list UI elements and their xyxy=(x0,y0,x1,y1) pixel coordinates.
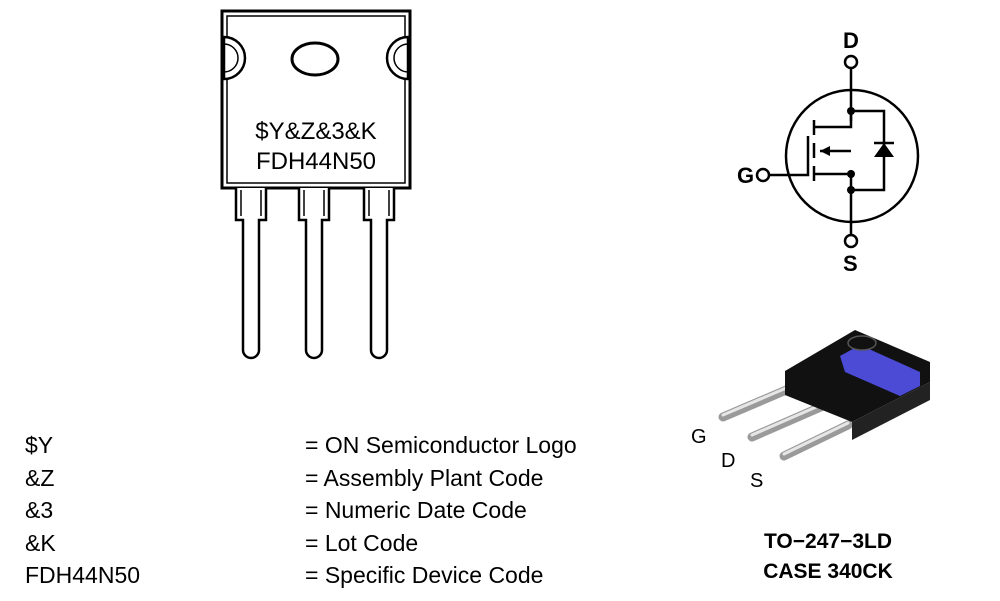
drain-terminal xyxy=(843,54,859,70)
right-notch xyxy=(385,35,410,81)
lead-gate xyxy=(234,188,268,360)
drain-label: D xyxy=(843,28,859,53)
source-label: S xyxy=(843,251,858,276)
photo-body-highlight xyxy=(840,345,920,396)
junction-dot-drain xyxy=(847,107,855,115)
legend-code: FDH44N50 xyxy=(25,562,141,588)
package-photo xyxy=(718,330,930,461)
lead-drain xyxy=(297,188,331,360)
package-body xyxy=(220,9,412,190)
legend-code: &3 xyxy=(25,497,54,523)
junction-dot-source xyxy=(847,170,855,178)
marking-line-1: $Y&Z&3&K xyxy=(255,118,377,145)
marking-line-2: FDH44N50 xyxy=(255,148,377,175)
lead-source xyxy=(362,188,396,360)
photo-hole xyxy=(847,335,877,351)
package-case: CASE 340CK xyxy=(763,560,893,583)
gate-label: G xyxy=(737,163,755,188)
legend-desc: = Numeric Date Code xyxy=(305,497,527,523)
legend-desc: = Lot Code xyxy=(305,530,419,556)
left-notch xyxy=(222,35,247,81)
package-name: TO−247−3LD xyxy=(763,530,893,553)
photo-pin-d: D xyxy=(721,450,736,472)
package-body-inner xyxy=(226,15,406,184)
drain-connection xyxy=(814,111,853,129)
leads xyxy=(234,188,396,360)
legend-code: &K xyxy=(25,530,56,556)
gate-wire xyxy=(769,136,810,177)
diode-triangle xyxy=(874,143,894,157)
mosfet-schematic-symbol xyxy=(755,54,920,249)
photo-pin-g: G xyxy=(691,426,707,448)
photo-pin-s: S xyxy=(750,470,764,492)
source-terminal xyxy=(843,233,859,249)
mounting-hole xyxy=(290,41,340,77)
gate-terminal xyxy=(755,167,771,183)
legend-desc: = Assembly Plant Code xyxy=(305,465,544,491)
junction-dot-diode xyxy=(847,186,855,194)
lead-inner-lines xyxy=(240,190,390,216)
legend-code: $Y xyxy=(25,432,54,458)
legend-desc: = Specific Device Code xyxy=(305,562,544,588)
legend-desc: = ON Semiconductor Logo xyxy=(305,432,577,458)
right-notch-inner xyxy=(393,43,409,73)
body-arrow xyxy=(820,146,830,156)
legend-code: &Z xyxy=(25,465,55,491)
left-notch-inner xyxy=(223,43,239,73)
photo-body-front xyxy=(852,382,930,440)
